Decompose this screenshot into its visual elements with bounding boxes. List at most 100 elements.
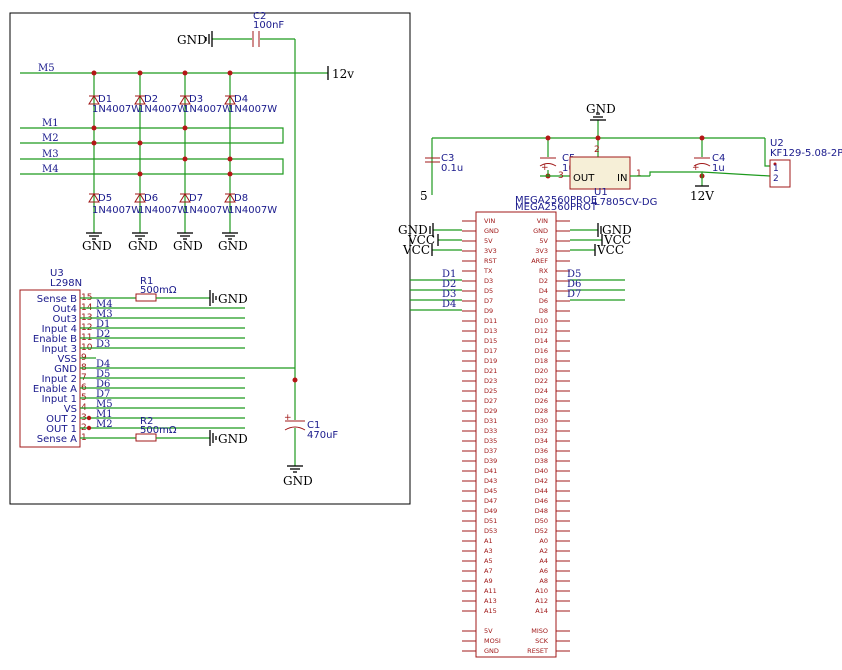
c3-value: 0.1u [441,163,463,174]
c3-ref: C3 [441,153,454,164]
gnd-label-r1: GND [218,292,248,306]
u2-ref: U2 [770,138,784,149]
c5-ref: C5 [562,153,575,164]
mega-net-d6: D6 [567,279,581,290]
c2-ref: C2 [253,11,266,22]
mega-right-pin-21: D32 [535,427,548,435]
gnd-symbol-top: GND [586,102,616,121]
mega-right-pin-28: D46 [535,497,548,505]
c4-value: 1u [712,163,725,174]
diode-bottom-ref-8: D8 [234,193,248,204]
diode-bottom-value-8: 1N4007W [228,205,277,216]
mega-right-pin-8: D6 [539,297,548,305]
mega-right-pin-14: D18 [535,357,548,365]
mega-right-pin-18: D26 [535,397,548,405]
mega-right-pin-17: D24 [535,387,548,395]
mega-left-pin-16: D23 [484,377,497,385]
mega-right-pin-0: VIN [537,217,548,225]
u2-pin1: 1 [773,164,779,174]
diode-bottom-ref-7: D7 [189,193,203,204]
u2-pin2: 2 [773,174,779,184]
power-5-label: 5 [420,189,428,203]
mega-left-pin-34: A5 [484,557,493,565]
mega-vcc-right-2: VCC [596,243,624,257]
mega-left-pin-39: A15 [484,607,497,615]
u3-pin-net-6: D6 [96,379,110,390]
diode-top-value-3: 1N4007W [183,104,232,115]
mega-right-pin-26: D42 [535,477,548,485]
mega-left-pin-38: A13 [484,597,497,605]
mega-gnd-right: GND [602,223,632,237]
c3-capacitor: C3 0.1u [425,153,463,174]
gnd-symbol-c2: GND [177,31,213,47]
u3-pin-net-13: M3 [96,309,113,320]
u3-pin-net-12: D1 [96,319,110,330]
mega-right-pin-39: A14 [535,607,548,615]
mega-left-pin-41: 5V [484,627,493,635]
mega-right-pin-20: D30 [535,417,548,425]
diode-bottom-value-5: 1N4007W [92,205,141,216]
mega-left-pin-36: A9 [484,577,493,585]
mega-right-pin-37: A10 [535,587,548,595]
r1-resistor: R1 500mΩ [135,276,210,302]
u3-pin-net-2: M2 [96,419,113,430]
mega-left-pin-4: RST [484,257,497,265]
mega-left-pin-15: D21 [484,367,497,375]
gnd-symbol-r2: GND [209,430,248,446]
mega2560-body [475,211,557,658]
power-supply-section: 12V 5 [420,120,771,203]
u2-terminal-block: 1 2 U2 KF129-5.08-2P [769,138,842,188]
gnd-symbol-c1: GND [283,465,313,488]
gnd-label-diode-1: GND [82,239,112,253]
c5-value: 1u [562,163,575,174]
net-m3-label: M3 [42,149,59,160]
u3-pin-net-10: D3 [96,339,110,350]
u3-ref: U3 [50,268,64,279]
u3-pin-net-11: D2 [96,329,110,340]
mega-left-pin-17: D25 [484,387,497,395]
mega-right-pin-6: D2 [539,277,548,285]
mega-left-pin-11: D13 [484,327,497,335]
u2-value: KF129-5.08-2P [770,148,842,159]
mega-vcc-left-2: VCC [402,243,430,257]
net-m2-label: M2 [42,133,59,144]
mega-left-pin-12: D15 [484,337,497,345]
u1-value: L7805CV-DG [594,197,657,208]
mega-left-pin-42: MOSI [484,637,501,645]
mega-power-left: GND VCC VCC [398,223,462,257]
mega-right-pin-1: GND [533,227,548,235]
mega-right-pin-36: A8 [539,577,548,585]
mega-right-pin-5: RX [539,267,549,275]
mega-right-pin-13: D16 [535,347,548,355]
r1-value: 500mΩ [140,285,177,296]
mega-left-pin-30: D51 [484,517,497,525]
mega-right-pin-22: D34 [535,437,548,445]
r2-value: 500mΩ [140,425,177,436]
mega-right-pin-34: A4 [539,557,548,565]
mega-left-pin-23: D37 [484,447,497,455]
mega-right-pin-27: D44 [535,487,548,495]
diode-bottom-ref-6: D6 [144,193,158,204]
diode-bottom-value-6: 1N4007W [138,205,187,216]
mega-vcc-left-1: VCC [407,233,435,247]
u3-pin-name-11: Enable B [33,334,77,345]
mega-left-pin-1: GND [484,227,499,235]
diode-top-value-1: 1N4007W [92,104,141,115]
u1-l7805-regulator: OUT IN 3 1 2 U1 L7805CV-DG [558,145,657,208]
u3-pin-net-3: M1 [96,409,113,420]
u3-value: L298N [50,278,82,289]
mega-left-pin-26: D43 [484,477,497,485]
mega-left-pin-21: D33 [484,427,497,435]
mega-left-pin-7: D5 [484,287,493,295]
mega-right-pin-41: MISO [531,627,548,635]
mega-right-pin-9: D8 [539,307,548,315]
net-m4-label: M4 [42,164,59,175]
u3-pin-name-4: VS [64,404,77,415]
u1-ref: U1 [594,187,608,198]
u3-pin-net-14: M4 [96,299,113,310]
power-12v-label-right: 12V [690,189,714,203]
mega-left-pin-37: A11 [484,587,497,595]
mega-right-pin-32: A0 [539,537,548,545]
u3-pin-name-1: Sense A [37,434,77,445]
u3-pin-net-4: M5 [96,399,113,410]
